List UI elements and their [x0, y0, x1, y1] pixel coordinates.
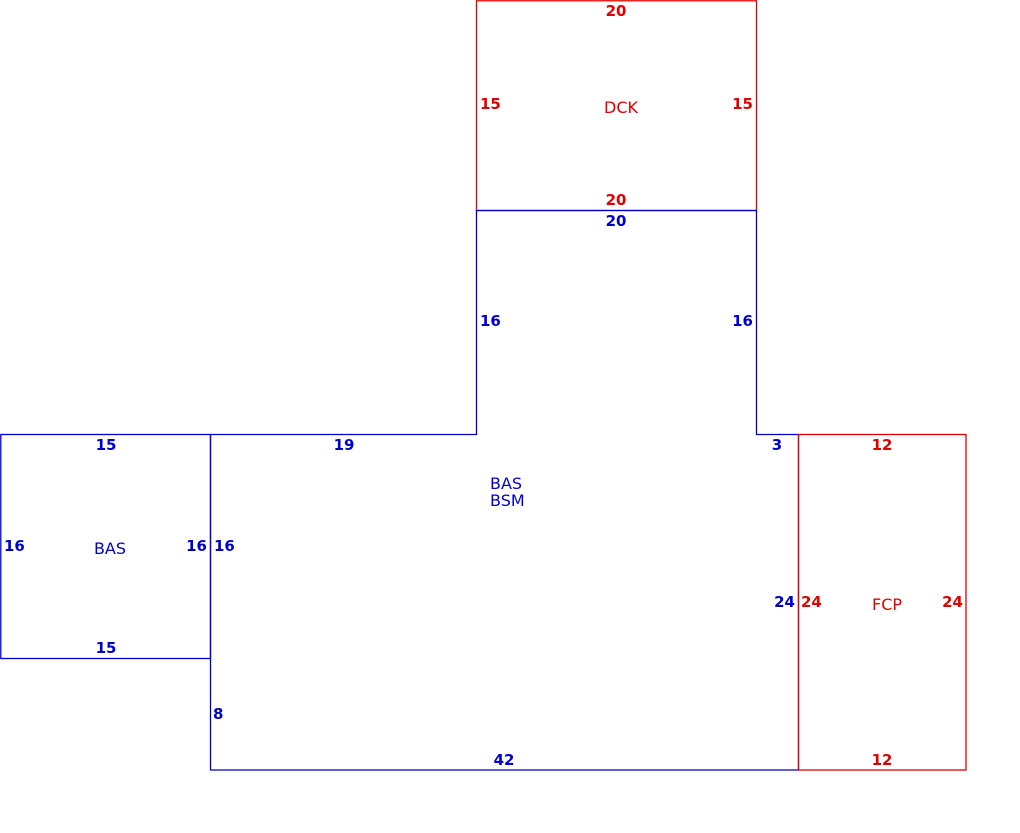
bas-side-dim-right: 16 [186, 537, 207, 555]
fcp-outline [797, 433, 967, 771]
main-dim-left: 16 [214, 537, 235, 555]
dck-dim-top: 20 [606, 2, 627, 20]
main-label-line1: BAS [490, 474, 522, 493]
main-dim-bottom: 42 [494, 751, 515, 769]
fcp-dim-top: 12 [872, 436, 893, 454]
dck-dim-left: 15 [480, 95, 501, 113]
fcp-dim-right: 24 [942, 593, 963, 611]
fcp-dim-bottom: 12 [872, 751, 893, 769]
dck-dim-bottom: 20 [606, 191, 627, 209]
main-label-line2: BSM [490, 491, 525, 510]
bas-side-outline [0, 433, 212, 660]
bas-side-dim-bottom: 15 [96, 639, 117, 657]
dck-label: DCK [604, 98, 638, 117]
bas-side-dim-left: 16 [4, 537, 25, 555]
main-dim-upper-left: 16 [480, 312, 501, 330]
bas-side-dim-top: 15 [96, 436, 117, 454]
main-dim-top-left: 19 [334, 436, 355, 454]
main-dim-right: 24 [774, 593, 795, 611]
main-dim-upper-right: 16 [732, 312, 753, 330]
fcp-dim-left: 24 [801, 593, 822, 611]
bas-side-label: BAS [94, 539, 126, 558]
main-dim-step: 3 [772, 436, 782, 454]
main-dim-upper-top: 20 [606, 212, 627, 230]
main-dim-lower-left: 8 [213, 705, 223, 723]
fcp-label: FCP [872, 595, 902, 614]
dck-dim-right: 15 [732, 95, 753, 113]
